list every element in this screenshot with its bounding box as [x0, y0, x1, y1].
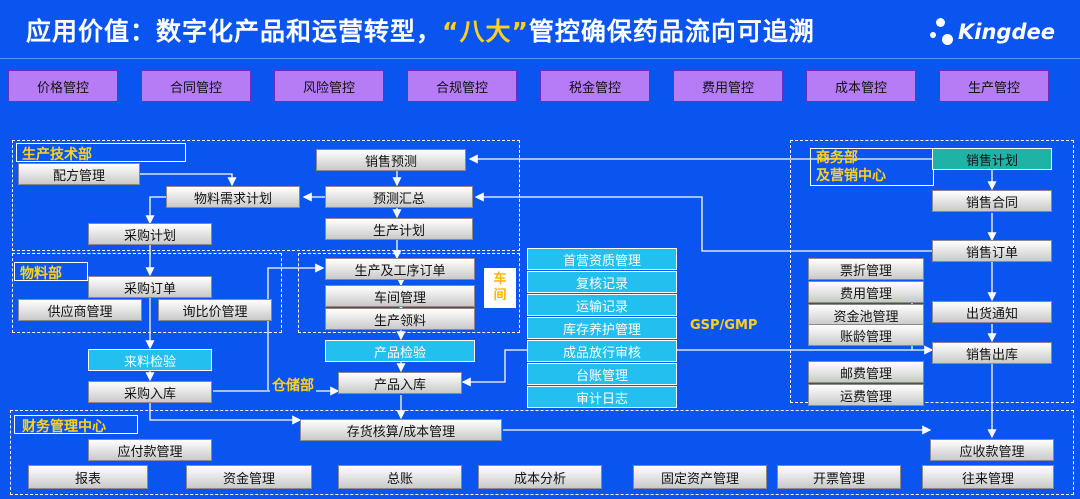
gsp-gmp-label: GSP/GMP: [690, 318, 758, 333]
logo-dot: [936, 18, 945, 27]
title-prefix: 应用价值：数字化产品和运营转型，: [26, 17, 443, 46]
control-tax[interactable]: 税金管控: [540, 70, 650, 102]
box-first-qualification[interactable]: 首营资质管理: [527, 248, 677, 270]
bottom-funds[interactable]: 资金管理: [186, 465, 312, 489]
box-product-receipt[interactable]: 产品入库: [338, 372, 462, 394]
box-production-order[interactable]: 生产及工序订单: [325, 258, 475, 280]
warehouse-label: 仓储部: [270, 375, 316, 395]
workshop-label-text: 车间: [493, 272, 507, 303]
control-risk[interactable]: 风险管控: [274, 70, 384, 102]
logo-text: Kingdee: [958, 20, 1055, 44]
box-supplier[interactable]: 供应商管理: [18, 299, 142, 321]
box-sales-forecast[interactable]: 销售预测: [316, 149, 466, 171]
control-production[interactable]: 生产管控: [939, 70, 1049, 102]
box-material-plan[interactable]: 物料需求计划: [166, 186, 300, 208]
box-fund-pool[interactable]: 资金池管理: [808, 304, 924, 326]
box-shipping-notice[interactable]: 出货通知: [932, 301, 1052, 323]
box-ledger[interactable]: 台账管理: [527, 363, 677, 385]
box-purchase-receipt[interactable]: 采购入库: [88, 381, 212, 403]
bottom-accounts[interactable]: 往来管理: [922, 465, 1054, 489]
box-transport-record[interactable]: 运输记录: [527, 294, 677, 316]
box-aging[interactable]: 账龄管理: [808, 324, 924, 346]
title-highlight: “八大”: [442, 17, 529, 46]
region-production-tech: [12, 140, 520, 251]
box-review-record[interactable]: 复核记录: [527, 271, 677, 293]
box-discount[interactable]: 票折管理: [808, 258, 924, 280]
line-release-receipt: [461, 349, 527, 387]
logo-dot: [930, 32, 936, 38]
box-workshop-mgmt[interactable]: 车间管理: [325, 285, 475, 307]
page-title: 应用价值：数字化产品和运营转型，“八大”管控确保药品流向可追溯: [26, 12, 815, 48]
line-receipt-production: [267, 263, 325, 390]
box-production-plan[interactable]: 生产计划: [325, 218, 473, 240]
production-tech-label-box: [16, 143, 186, 162]
finance-label: 财务管理中心: [22, 419, 106, 435]
box-inventory-cost[interactable]: 存货核算/成本管理: [300, 419, 502, 441]
region-materials: [12, 253, 282, 333]
kingdee-logo: Kingdee: [928, 16, 1068, 50]
box-sales-contract[interactable]: 销售合同: [932, 190, 1052, 212]
control-compliance[interactable]: 合规管控: [407, 70, 517, 102]
production-tech-label: 生产技术部: [22, 147, 92, 163]
control-price[interactable]: 价格管控: [8, 70, 118, 102]
box-audit-log[interactable]: 审计日志: [527, 386, 677, 408]
box-postage[interactable]: 邮费管理: [808, 361, 924, 383]
box-receivables[interactable]: 应收款管理: [930, 439, 1054, 461]
region-business: [790, 140, 1074, 403]
box-purchase-order[interactable]: 采购订单: [88, 276, 212, 298]
title-suffix: 管控确保药品流向可追溯: [528, 17, 815, 46]
box-product-release[interactable]: 成品放行审核: [527, 340, 677, 362]
box-production-issue[interactable]: 生产领料: [325, 308, 475, 330]
box-sales-order[interactable]: 销售订单: [932, 240, 1052, 262]
box-recipe[interactable]: 配方管理: [18, 163, 140, 185]
box-sales-plan[interactable]: 销售计划: [932, 148, 1052, 170]
control-cost[interactable]: 成本管控: [806, 70, 916, 102]
business-label: 商务部 及营销中心: [816, 150, 886, 184]
control-contract[interactable]: 合同管控: [141, 70, 251, 102]
box-inquiry[interactable]: 询比价管理: [158, 299, 272, 321]
workshop-label: 车间: [484, 268, 516, 308]
box-incoming-inspection[interactable]: 来料检验: [88, 349, 212, 371]
line-receipt-cost: [149, 403, 302, 425]
finance-label-box: [14, 415, 138, 434]
bottom-reports[interactable]: 报表: [28, 465, 148, 489]
line-recipe-material: [140, 173, 237, 187]
region-finance: [10, 410, 1074, 495]
box-payables[interactable]: 应付款管理: [88, 439, 212, 461]
region-workshop: [298, 253, 520, 333]
logo-dot: [942, 34, 953, 45]
box-product-inspection[interactable]: 产品检验: [325, 340, 475, 362]
bottom-ledger[interactable]: 总账: [338, 465, 462, 489]
box-inventory-maintenance[interactable]: 库存养护管理: [527, 317, 677, 339]
box-expense[interactable]: 费用管理: [808, 281, 924, 303]
bottom-invoicing[interactable]: 开票管理: [777, 465, 901, 489]
box-sales-outbound[interactable]: 销售出库: [932, 342, 1052, 364]
line-salesorder-summary: [474, 192, 932, 252]
control-expense[interactable]: 费用管控: [673, 70, 783, 102]
box-purchase-plan[interactable]: 采购计划: [88, 223, 212, 245]
materials-label-box: [14, 262, 88, 281]
bottom-cost-analysis[interactable]: 成本分析: [478, 465, 602, 489]
materials-label: 物料部: [20, 266, 62, 282]
line-material-purchase: [145, 196, 166, 225]
title-divider: [0, 58, 1080, 59]
box-freight[interactable]: 运费管理: [808, 384, 924, 406]
box-forecast-summary[interactable]: 预测汇总: [325, 186, 473, 208]
bottom-fixed-assets[interactable]: 固定资产管理: [633, 465, 767, 489]
